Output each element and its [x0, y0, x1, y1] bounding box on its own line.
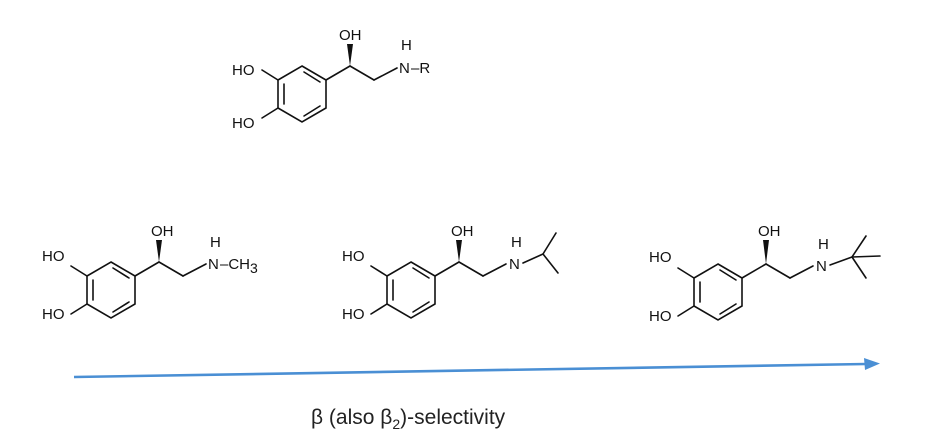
- bond-c1-c2: [765, 263, 791, 279]
- label-ho-bottom: HO: [342, 306, 365, 323]
- wedge-bond: [156, 240, 162, 262]
- wedge-bond: [763, 240, 769, 264]
- benzene-ring: [277, 65, 327, 123]
- molecule-epinephrine: HO HO OH H N –CH3: [42, 223, 258, 323]
- label-oh: OH: [151, 223, 174, 240]
- bond-ring-c1: [741, 263, 767, 279]
- aromatic-bond: [719, 269, 737, 281]
- bond-ring-c1: [434, 261, 460, 277]
- bond-c1-c2: [458, 261, 484, 277]
- label-oh: OH: [451, 223, 474, 240]
- label-n: N: [399, 60, 410, 77]
- label-nh-h: H: [401, 37, 412, 54]
- label-nh-h: H: [511, 234, 522, 251]
- bond-c2-n: [789, 265, 814, 279]
- molecule-general: HO HO OH H N –R: [232, 27, 430, 132]
- methyl-text: –CH: [220, 256, 250, 273]
- bond-ch-methyl-up: [542, 232, 557, 255]
- benzene-ring: [386, 261, 436, 319]
- label-nh-h: H: [818, 236, 829, 253]
- caption-close: )-selectivity: [400, 406, 506, 429]
- bond-c-methyl-down: [851, 256, 867, 279]
- bond-ho-top: [370, 265, 388, 277]
- label-n: N: [208, 256, 219, 273]
- arrow-head: [864, 358, 880, 370]
- bond-ring-c1: [325, 65, 351, 81]
- bond-ho-top: [70, 265, 88, 277]
- molecule-isoproterenol: HO HO OH H N: [342, 223, 559, 323]
- bond-ho-bottom: [261, 107, 279, 119]
- caption-open: (also: [323, 406, 380, 429]
- bond-c1-c2: [158, 261, 184, 277]
- bond-ho-top: [677, 267, 695, 279]
- bond-c-methyl-right: [851, 255, 881, 258]
- caption-sub2: 2: [392, 416, 400, 432]
- benzene-ring: [86, 261, 136, 319]
- label-n: N: [816, 258, 827, 275]
- label-ho-top: HO: [342, 248, 365, 265]
- bond-c-methyl-up: [851, 235, 867, 258]
- label-ho-top: HO: [649, 249, 672, 266]
- methyl-subscript: 3: [250, 260, 258, 276]
- bond-n-ch: [522, 253, 544, 264]
- label-ho-bottom: HO: [649, 308, 672, 325]
- aromatic-bond: [412, 267, 430, 279]
- bond-ring-c1: [134, 261, 160, 277]
- bond-c2-n: [482, 263, 507, 277]
- bond-ho-bottom: [70, 303, 88, 315]
- aromatic-bond: [303, 71, 321, 83]
- label-oh: OH: [758, 223, 781, 240]
- caption-beta: β: [311, 406, 323, 429]
- benzene-ring: [693, 263, 743, 321]
- bond-ch-methyl-down: [542, 253, 559, 274]
- label-r: –R: [411, 60, 430, 77]
- aromatic-bond: [412, 301, 430, 313]
- label-ho-bottom: HO: [232, 115, 255, 132]
- label-ho-top: HO: [232, 62, 255, 79]
- selectivity-arrow: [73, 358, 880, 379]
- label-oh: OH: [339, 27, 362, 44]
- label-methyl: –CH3: [220, 256, 258, 276]
- aromatic-bond: [719, 303, 737, 315]
- label-n: N: [509, 256, 520, 273]
- wedge-bond: [456, 240, 462, 262]
- bond-c1-c2: [349, 65, 375, 81]
- caption-text: β (also β2)-selectivity: [311, 406, 506, 432]
- bond-ho-bottom: [370, 303, 388, 315]
- caption-beta2: β: [380, 406, 392, 429]
- bond-c2-n: [373, 67, 398, 81]
- aromatic-bond: [112, 267, 130, 279]
- bond-ho-bottom: [677, 305, 695, 317]
- arrow-shaft: [73, 362, 867, 379]
- wedge-bond: [347, 44, 353, 66]
- bond-ho-top: [261, 69, 279, 81]
- label-nh-h: H: [210, 234, 221, 251]
- molecule-tbutyl: HO HO OH H N: [649, 223, 881, 325]
- bond-c2-n: [182, 263, 207, 277]
- label-ho-bottom: HO: [42, 306, 65, 323]
- bond-n-c: [829, 256, 853, 266]
- label-ho-top: HO: [42, 248, 65, 265]
- aromatic-bond: [303, 105, 321, 117]
- aromatic-bond: [112, 301, 130, 313]
